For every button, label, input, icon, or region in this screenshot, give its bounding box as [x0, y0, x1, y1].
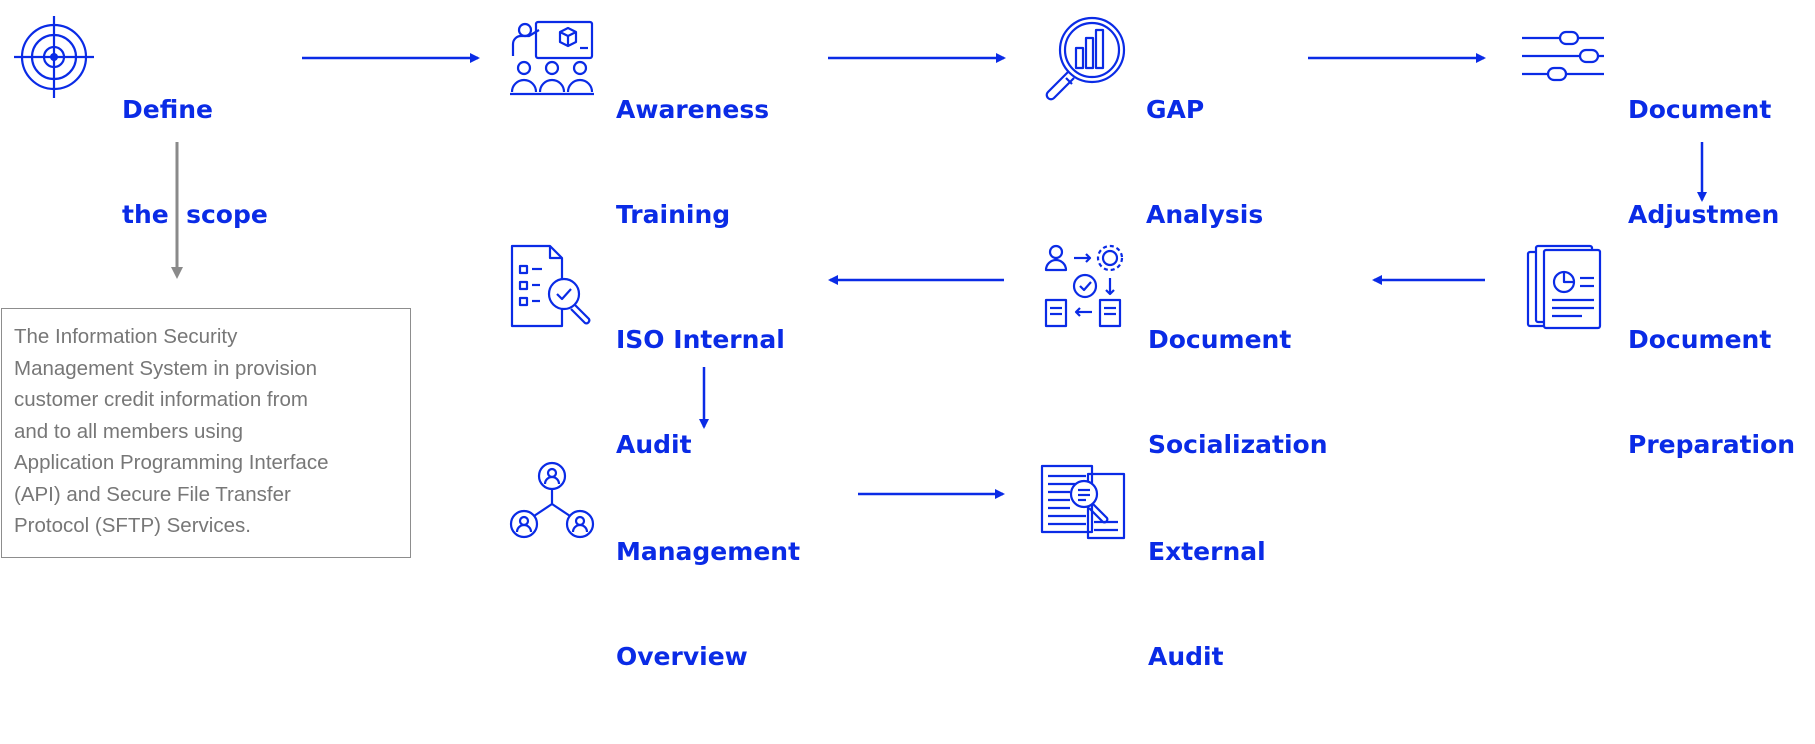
step-document-socialization: Document Socialization — [1040, 242, 1340, 459]
scope-description-line: (API) and Secure File Transfer — [14, 482, 291, 506]
scope-description-box: The Information Security Management Syst… — [1, 308, 411, 558]
scope-description-line: Application Programming Interface — [14, 451, 329, 474]
step-document-adjustment: Document Adjustmen — [1520, 14, 1810, 229]
document-search-icon — [1040, 464, 1126, 540]
step-title-line1: ISO Internal — [616, 325, 785, 354]
step-gap-analysis: GAP Analysis — [1040, 12, 1300, 229]
step-awareness-training: Awareness Training — [508, 14, 798, 229]
step-title-line1: Document — [1148, 325, 1292, 354]
step-title-line1: Document — [1628, 95, 1772, 124]
step-external-audit: External Audit — [1040, 456, 1300, 671]
magnifier-chart-icon — [1045, 16, 1126, 101]
scope-description-line: customer credit information from — [14, 388, 308, 411]
step-title-line2: Training — [616, 200, 731, 229]
step-title-line2: Adjustmen — [1628, 200, 1780, 229]
workflow-icon — [1044, 244, 1124, 328]
step-title-line1: Management — [616, 537, 801, 566]
step-title-line2: Audit — [616, 430, 692, 459]
arrow-scope-to-awareness — [171, 53, 1707, 499]
step-title-line2: Analysis — [1146, 200, 1264, 229]
training-icon — [510, 20, 594, 96]
step-document-preparation: Document Preparation — [1520, 242, 1812, 459]
step-iso-internal-audit: ISO Internal Audit — [508, 242, 798, 459]
step-title-line1: Document — [1628, 325, 1772, 354]
target-icon — [14, 16, 94, 98]
step-management-overview: Management Overview — [508, 456, 808, 671]
step-title-line2: Overview — [616, 642, 748, 671]
checklist-search-icon — [510, 244, 591, 328]
team-hierarchy-icon — [509, 461, 595, 539]
sliders-icon — [1522, 30, 1604, 82]
step-title-line1: External — [1148, 537, 1266, 566]
step-title-line1: GAP — [1146, 95, 1205, 124]
step-title-line1: Define — [122, 95, 213, 124]
scope-description-line: and to all members using — [14, 419, 244, 443]
step-title-line2: the scope — [122, 200, 268, 229]
step-title-line2: Audit — [1148, 642, 1224, 671]
step-define-scope: Define the scope — [12, 14, 272, 229]
scope-description-line: Protocol (SFTP) Services. — [14, 514, 251, 537]
step-title-line1: Awareness — [616, 95, 770, 124]
step-title-line2: Socialization — [1148, 430, 1328, 459]
step-title-line2: Preparation — [1628, 430, 1796, 459]
scope-description-line: The Information Security — [14, 325, 238, 348]
report-document-icon — [1526, 244, 1602, 330]
scope-description-line: Management System in provision — [14, 356, 318, 380]
